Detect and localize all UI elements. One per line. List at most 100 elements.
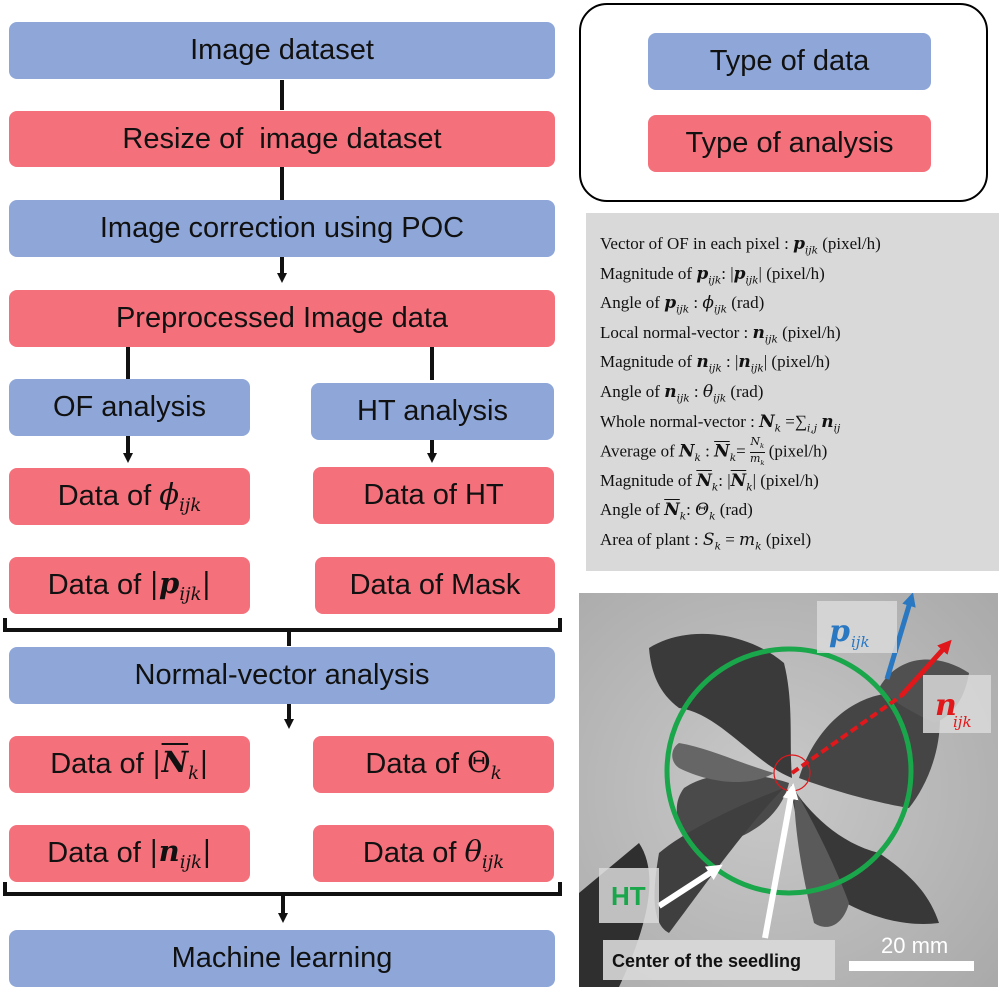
leaf [672,743,774,783]
normal-vector-analysis-label: Normal-vector analysis [134,659,430,691]
n-label-bg [923,675,991,733]
var-text: Magnitude of [600,470,693,490]
var-line-n-angle: Angle of nijk : θijk (rad) [600,381,764,405]
merge-bracket [3,882,562,896]
data-n-label: Data of [47,837,141,869]
normal-vector-analysis-box: Normal-vector analysis [9,647,555,704]
var-text: Magnitude of [600,352,693,372]
preprocessed-box: Preprocessed Image data [9,290,555,347]
var-text: Angle of [600,500,660,520]
data-Nk-box: Data of |Nk| [9,736,250,793]
preprocessed-label: Preprocessed Image data [115,302,449,334]
image-dataset-label: Image dataset [190,34,374,66]
merge-bracket [3,618,562,632]
var-unit: (pixel/h) [771,352,830,372]
n-magnitude-symbol: |nijk| [148,834,212,873]
var-line-n-magnitude: Magnitude of nijk : |nijk| (pixel/h) [600,352,830,375]
scale-label: 20 mm [881,933,948,958]
center-label: Center of the seedling [612,951,801,971]
legend-analysis-label: Type of analysis [685,127,894,159]
var-line-p: Vector of OF in each pixel : pijk (pixel… [600,234,881,257]
var-unit: (rad) [719,500,753,520]
ht-pointer-arrow [657,864,723,909]
n-label: n [935,688,957,723]
var-line-p-angle: Angle of pijk : ϕijk (rad) [600,293,765,316]
machine-learning-box: Machine learning [9,930,555,987]
var-unit: (pixel) [765,529,812,549]
Theta-symbol: Θk [466,745,502,784]
legend-data-label: Type of data [709,45,870,77]
var-line-area: Area of plant : Sk = mk (pixel) [600,529,812,553]
data-mask-label: Data of Mask [349,569,521,601]
seedling-photo-illustration: p ijk n ijk HT Center of the seedling 20… [579,593,998,987]
leaf [649,633,792,778]
var-text: Angle of [600,381,660,401]
var-line-Nk-angle: Angle of Nk: Θk (rad) [600,500,753,523]
ht-analysis-label: HT analysis [357,395,508,427]
data-n-box: Data of |nijk| [9,825,250,882]
leaf [799,692,940,808]
data-mask-box: Data of Mask [315,557,555,614]
var-line-Nk-magnitude: Magnitude of Nk: |Nk| (pixel/h) [600,470,819,494]
p-label-bg [817,601,897,653]
legend-panel: Type of data Type of analysis [579,3,988,202]
image-correction-label: Image correction using POC [99,212,465,244]
var-text: Angle of [600,293,660,313]
var-unit: (pixel/h) [766,263,825,283]
var-text: Local normal-vector : [600,322,749,342]
theta-symbol: θijk [464,834,505,873]
var-line-Nk: Whole normal-vector : Nk =∑i,j nij [600,411,841,434]
data-phi-label: Data of [57,480,152,512]
Nk-magnitude-symbol: |Nk| [151,745,209,784]
phi-symbol: ϕijk [159,477,202,516]
machine-learning-label: Machine learning [171,942,393,974]
var-line-n: Local normal-vector : nijk (pixel/h) [600,322,841,346]
data-ht-box: Data of HT [313,467,554,524]
legend-analysis-swatch: Type of analysis [648,115,931,172]
ht-circle [664,646,914,896]
data-theta-label: Data of [362,837,457,869]
var-unit: (rad) [731,293,765,313]
var-unit: (pixel/h) [782,322,841,342]
ht-label-bg [599,868,659,923]
var-text: Magnitude of [600,263,693,283]
data-Theta-box: Data of Θk [313,736,554,793]
of-analysis-box: OF analysis [9,379,250,436]
variable-definitions-panel: Vector of OF in each pixel : pijk (pixel… [586,213,999,571]
scale-bar [849,961,974,971]
leaf [654,788,784,933]
image-correction-box: Image correction using POC [9,200,555,257]
var-text: Area of plant : [600,529,699,549]
p-sub-label: ijk [851,633,870,651]
image-dataset-box: Image dataset [9,22,555,79]
data-phi-box: Data of ϕijk [9,468,250,525]
var-unit: (pixel/h) [760,470,819,490]
var-text: Whole normal-vector : [600,411,755,431]
p-label: p [829,614,850,649]
of-analysis-label: OF analysis [52,391,207,423]
var-unit: (rad) [730,381,764,401]
var-unit: (pixel/h) [822,234,881,253]
var-text: Vector of OF in each pixel : [600,234,789,253]
data-Theta-label: Data of [365,748,459,780]
resize-label: Resize of image dataset [122,122,442,155]
n-arrow [899,639,952,698]
data-Nk-label: Data of [50,748,144,780]
data-ht-label: Data of HT [363,479,504,511]
seedling-photo: p ijk n ijk HT Center of the seedling 20… [579,593,998,987]
ht-label: HT [611,881,646,911]
data-p-box: Data of |pijk| [9,557,250,614]
n-vector-dashed [790,694,903,775]
n-sub-label: ijk [953,713,972,731]
var-unit: (pixel/h) [768,441,828,461]
var-text: Average of [600,441,675,461]
center-pointer-arrow [762,783,799,939]
center-label-bg [603,940,835,980]
p-magnitude-symbol: |pijk| [149,566,212,605]
data-p-label: Data of [47,569,142,601]
p-arrow [884,593,916,680]
resize-box: Resize of image dataset [9,111,555,167]
ht-analysis-box: HT analysis [311,383,554,440]
